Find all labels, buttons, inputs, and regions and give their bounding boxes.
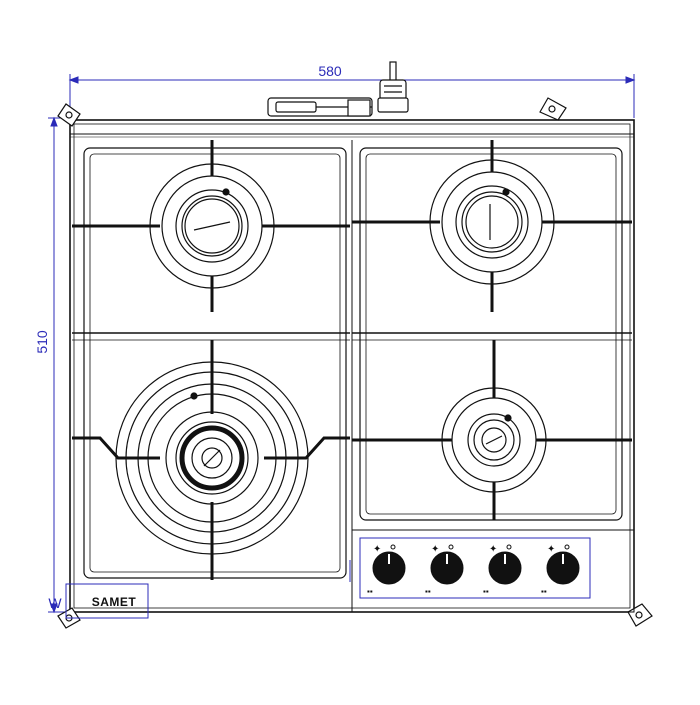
burner-rear-left <box>72 140 350 312</box>
flame-max-icon: ✦ <box>373 544 381 555</box>
brand-logo: SAMET <box>65 583 149 619</box>
burner-position-icon: ▪▪ <box>541 587 547 596</box>
height-dimension <box>48 116 72 614</box>
burner-front-right-aux <box>352 340 632 520</box>
flame-max-icon: ✦ <box>431 544 439 555</box>
control-panel <box>351 529 635 613</box>
height-dimension-label: 510 <box>34 330 50 354</box>
off-position-icon <box>390 544 396 550</box>
burner-position-icon: ▪▪ <box>425 587 431 596</box>
mounting-clip-bottom-right <box>627 603 653 627</box>
brand-logo-text: SAMET <box>92 595 137 609</box>
off-position-icon <box>506 544 512 550</box>
gas-connector <box>267 97 373 117</box>
burner-rear-right <box>352 140 632 312</box>
control-knob-1[interactable]: ✦ ▪▪ <box>367 544 406 596</box>
width-dimension <box>68 74 636 118</box>
mounting-clip-top-right <box>539 97 567 121</box>
flame-max-icon: ✦ <box>489 544 497 555</box>
power-plug <box>377 61 409 113</box>
control-knob-3[interactable]: ✦ ▪▪ <box>483 544 522 596</box>
burner-position-icon: ▪▪ <box>483 587 489 596</box>
burner-position-icon: ▪▪ <box>367 587 373 596</box>
width-dimension-label: 580 <box>318 63 342 79</box>
corner-dimension-label: W <box>48 595 62 611</box>
off-position-icon <box>448 544 454 550</box>
control-knob-4[interactable]: ✦ ▪▪ <box>541 544 580 596</box>
off-position-icon <box>564 544 570 550</box>
control-knob-2[interactable]: ✦ ▪▪ <box>425 544 464 596</box>
burner-front-left-wok <box>72 340 350 580</box>
flame-max-icon: ✦ <box>547 544 555 555</box>
mounting-clip-top-left <box>57 103 81 127</box>
control-knobs: ✦ ▪▪ ✦ ▪▪ ✦ ▪▪ ✦ ▪▪ <box>367 544 580 596</box>
pan-support-right <box>352 147 632 521</box>
